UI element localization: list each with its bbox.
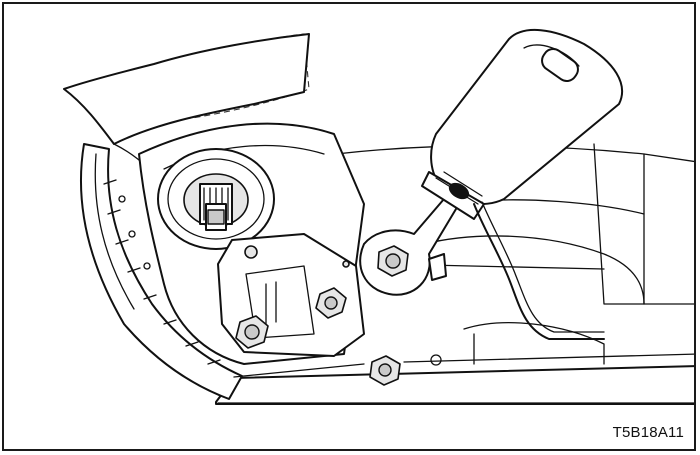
bolt-lower-left bbox=[235, 315, 269, 349]
floor-hole bbox=[430, 354, 442, 366]
figure-code: T5B18A11 bbox=[612, 424, 684, 441]
brake-line bbox=[473, 201, 605, 340]
floor-ledge bbox=[233, 353, 694, 378]
illustration-frame: T5B18A11 bbox=[2, 2, 696, 451]
bolt-floor bbox=[369, 355, 401, 386]
torque-wrench-handle bbox=[421, 28, 624, 220]
bolt-lower-right bbox=[315, 287, 347, 319]
line-drawing bbox=[63, 28, 694, 405]
strut-top-mount bbox=[157, 148, 275, 250]
wheel-well-trim bbox=[79, 143, 243, 400]
